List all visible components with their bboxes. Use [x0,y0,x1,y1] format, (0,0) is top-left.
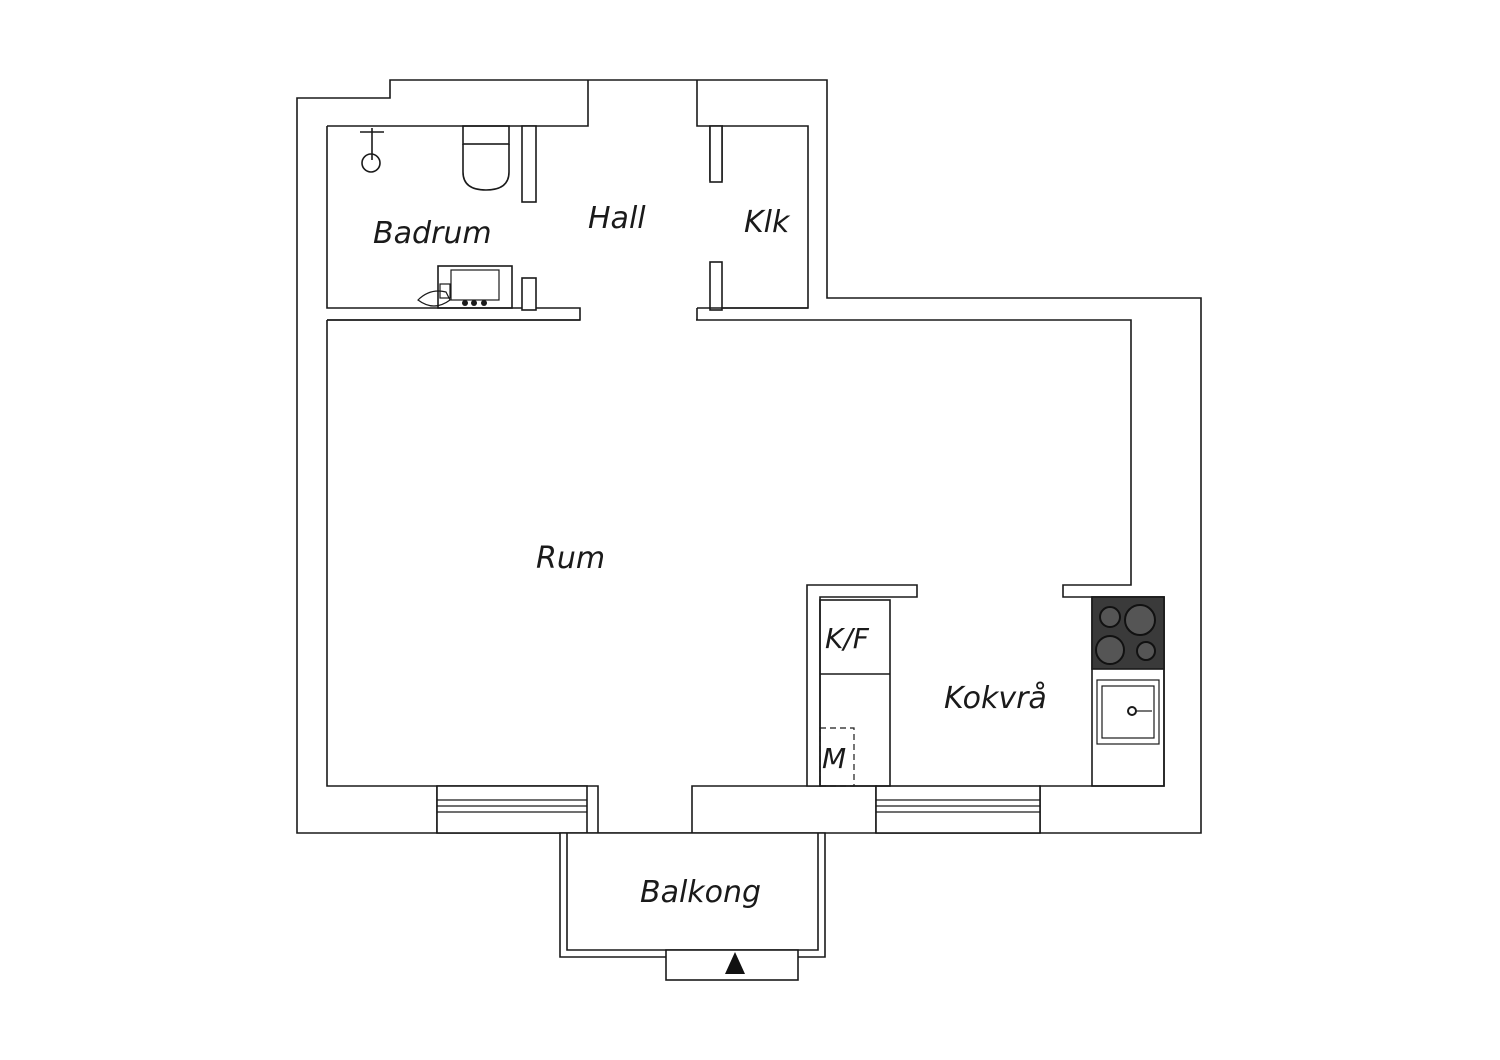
closet-jamb-bottom [709,261,723,311]
room-label-klk: Klk [744,205,791,240]
room-label-balkong: Balkong [640,875,761,910]
toilet-icon [462,125,510,191]
kitchen-partition [806,584,918,787]
room-label-badrum: Badrum [373,216,492,251]
window-right [875,785,1041,834]
room-label-hall: Hall [588,201,646,236]
bathroom-door-jamb-bottom [521,277,537,311]
microwave-label: M [822,742,846,775]
outer-wall [296,79,1202,834]
balcony [559,832,826,981]
arrow-up-icon [725,952,745,974]
sink-icon [1096,679,1160,745]
stove-icon [1091,596,1165,670]
washbasin-icon [417,265,513,309]
bathroom-door-jamb-top [521,125,537,203]
window-left [436,785,588,834]
room-label-rum: Rum [536,541,605,576]
closet-jamb-top [709,125,723,183]
room-label-kokvra: Kokvrå [944,681,1047,716]
appliance-column [819,599,891,787]
shower-icon [360,128,384,173]
hall-lower-wall [696,307,808,320]
fridge-freezer-label: K/F [825,622,870,655]
